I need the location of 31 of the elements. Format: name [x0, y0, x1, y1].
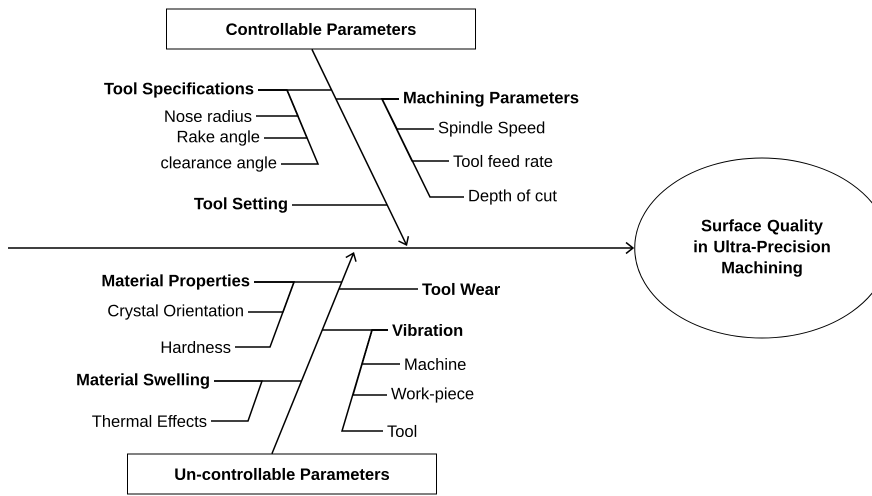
category-label: Tool Setting — [194, 197, 287, 213]
category-label: Material Swelling — [77, 373, 209, 389]
bone-arrow — [271, 252, 357, 454]
category-label: Machining Parameters — [404, 91, 578, 107]
bone-arrow — [311, 49, 410, 246]
cause-label: Work-piece — [391, 387, 474, 403]
cause-label: Nose radius — [165, 110, 252, 122]
cause-label: Tool — [387, 424, 416, 438]
parameter-box: Un-controllable Parameters — [127, 454, 437, 494]
category-label: Tool Wear — [422, 282, 500, 296]
cause-label: Crystal Orientation — [108, 304, 243, 320]
cause-label: Rake angle — [178, 130, 260, 146]
category-label: Vibration — [392, 324, 462, 336]
cause-label: Thermal Effects — [92, 414, 206, 428]
branch-line — [211, 380, 264, 422]
cause-label: clearance angle — [161, 156, 276, 172]
cause-label: Hardness — [162, 340, 230, 354]
branch-line — [380, 98, 464, 198]
parameter-box: Controllable Parameters — [166, 8, 476, 50]
cause-label: Machine — [405, 358, 466, 370]
category-label: Material Properties — [102, 274, 250, 290]
cause-label: Depth of cut — [469, 189, 557, 205]
branch-line — [292, 204, 387, 206]
branch-line — [339, 288, 418, 290]
cause-label: Tool feed rate — [453, 154, 552, 168]
category-label: Tool Specifications — [104, 82, 254, 98]
cause-label: Spindle Speed — [438, 121, 544, 137]
spine-arrow — [8, 242, 634, 254]
branch-line — [258, 89, 320, 165]
branch-line — [235, 281, 296, 348]
branch-line — [341, 329, 388, 432]
